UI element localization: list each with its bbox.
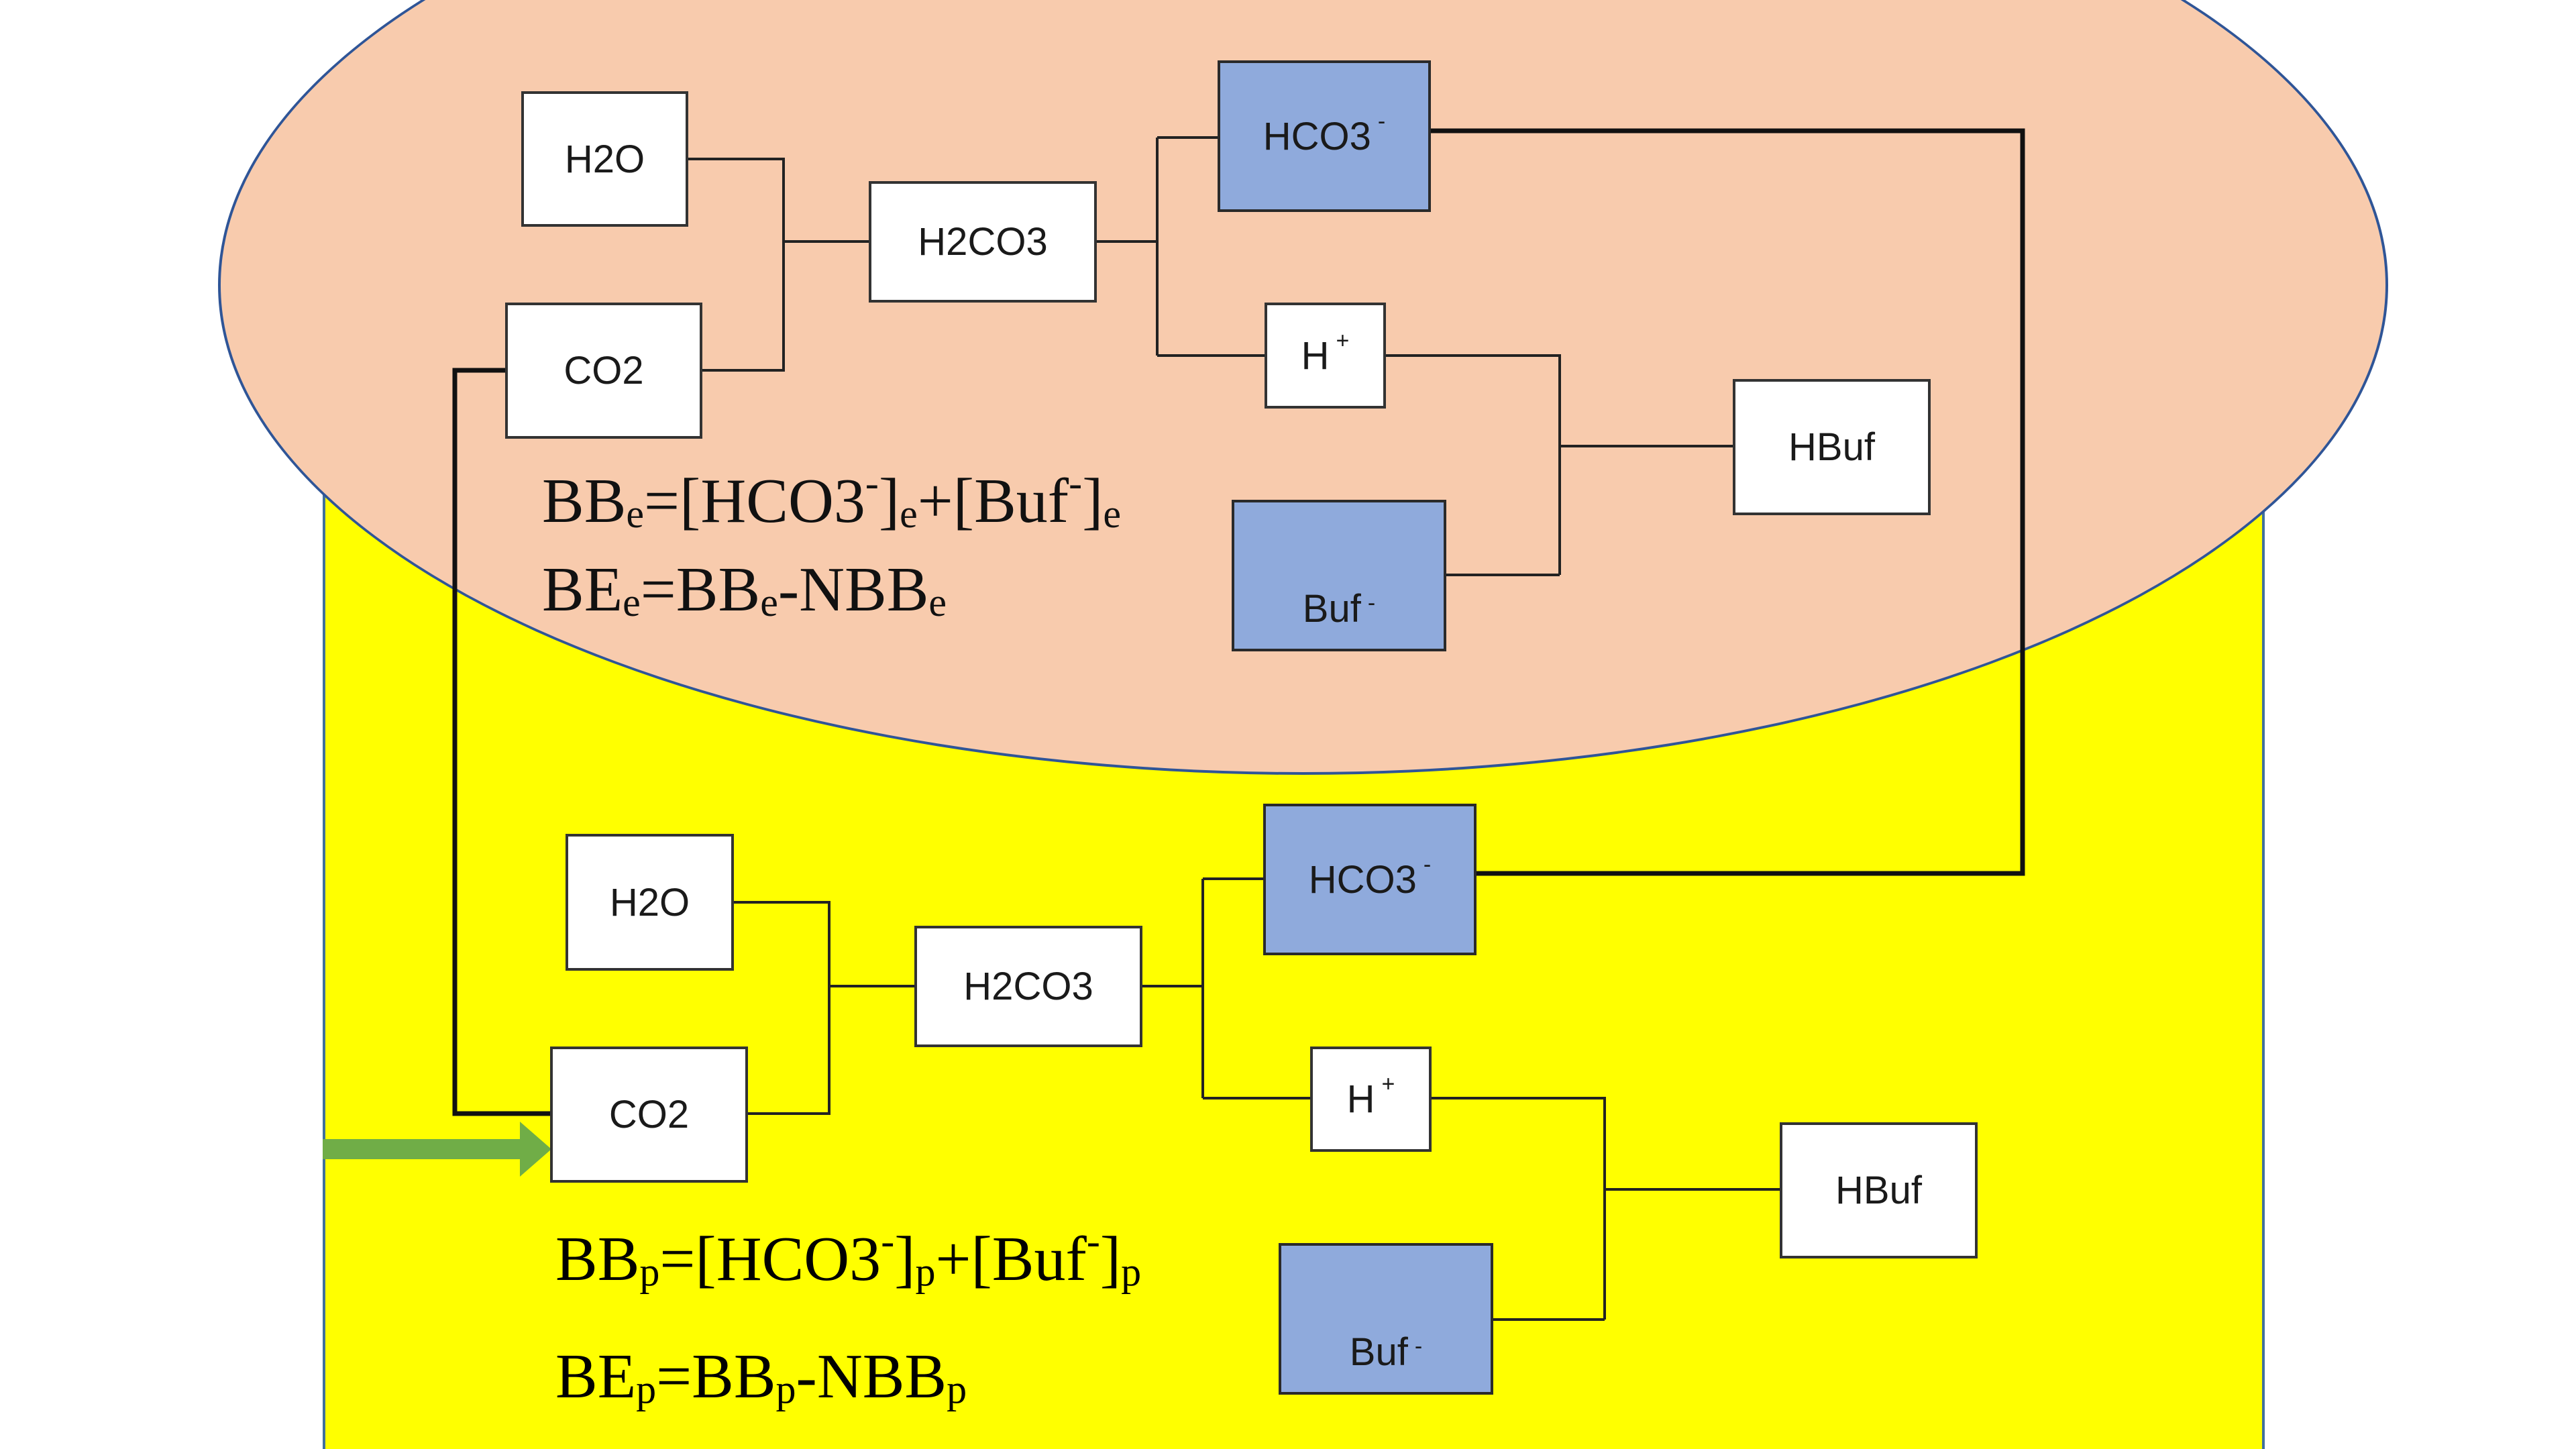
h-ion-box-plasma: H+ bbox=[1310, 1046, 1432, 1152]
hco3-label: HCO3 bbox=[1263, 114, 1371, 158]
formula-subscript: p bbox=[1121, 1250, 1142, 1294]
formula-part: ] bbox=[878, 466, 900, 536]
hco3-charge: - bbox=[1377, 108, 1386, 134]
formula-part: ] bbox=[1082, 466, 1104, 536]
hco3-charge: - bbox=[1423, 851, 1432, 877]
formula-part: BE bbox=[542, 555, 623, 625]
formula-part: =[HCO3 bbox=[644, 466, 865, 536]
formula-superscript: - bbox=[1086, 1218, 1100, 1263]
formula-part: +[Buf bbox=[935, 1224, 1087, 1294]
hco3-exchange-line bbox=[1430, 128, 2025, 876]
co2-box-plasma: CO2 bbox=[550, 1046, 748, 1183]
formula-superscript: - bbox=[865, 460, 879, 505]
formula-part: -NBB bbox=[777, 555, 929, 625]
formula-part: -NBB bbox=[796, 1342, 947, 1411]
formula-part: BB bbox=[555, 1224, 640, 1294]
formula-part: BB bbox=[542, 466, 627, 536]
buffer-base-formula-erythrocyte: BBe=[HCO3-]e+[Buf-]e bbox=[542, 463, 1122, 536]
co2-exchange-line bbox=[452, 368, 551, 1116]
connector-e-h-buf bbox=[1385, 354, 1561, 575]
hbuf-box-plasma: HBuf bbox=[1780, 1122, 1978, 1258]
hbuf-label: HBuf bbox=[1835, 1169, 1922, 1212]
buf-charge: - bbox=[1367, 590, 1376, 616]
buf-box-erythrocyte: Buf- bbox=[1232, 500, 1446, 651]
hco3-label: HCO3 bbox=[1308, 857, 1417, 902]
h-charge: + bbox=[1336, 327, 1350, 354]
co2-inflow-arrow bbox=[323, 1122, 551, 1177]
formula-subscript: p bbox=[636, 1367, 657, 1411]
formula-subscript: p bbox=[639, 1250, 660, 1294]
formula-part: =BB bbox=[640, 555, 761, 625]
formula-superscript: - bbox=[1069, 460, 1083, 505]
h2co3-label: H2CO3 bbox=[918, 220, 1048, 264]
formula-subscript: e bbox=[1103, 492, 1122, 536]
formula-part: =[HCO3 bbox=[659, 1224, 881, 1294]
formula-subscript: e bbox=[623, 580, 641, 625]
h2o-label: H2O bbox=[564, 137, 645, 181]
formula-part: ] bbox=[894, 1224, 916, 1294]
buf-box-plasma: Buf- bbox=[1279, 1243, 1493, 1395]
base-excess-formula-erythrocyte: BEe=BBe-NBBe bbox=[542, 558, 947, 623]
formula-subscript: e bbox=[626, 492, 645, 536]
connector-e-h2o bbox=[688, 158, 785, 241]
h2o-label: H2O bbox=[609, 880, 690, 924]
formula-part: ] bbox=[1099, 1224, 1122, 1294]
buf-charge: - bbox=[1414, 1334, 1423, 1359]
h2o-box-plasma: H2O bbox=[566, 834, 734, 971]
formula-part: +[Buf bbox=[917, 466, 1069, 536]
formula-part: =BB bbox=[656, 1342, 776, 1411]
formula-part: BE bbox=[555, 1342, 637, 1411]
hbuf-box-erythrocyte: HBuf bbox=[1733, 379, 1931, 515]
h-label: H bbox=[1346, 1077, 1375, 1121]
connector-p-h-buf bbox=[1430, 1097, 1606, 1320]
formula-subscript: p bbox=[947, 1367, 967, 1411]
formula-subscript: p bbox=[775, 1367, 796, 1411]
h-charge: + bbox=[1381, 1071, 1395, 1097]
buffer-base-formula-plasma: BBp=[HCO3-]p+[Buf-]p bbox=[555, 1221, 1142, 1294]
co2-label: CO2 bbox=[564, 349, 644, 392]
h2co3-box-plasma: H2CO3 bbox=[914, 926, 1142, 1047]
formula-subscript: e bbox=[928, 580, 947, 625]
co2-label: CO2 bbox=[608, 1093, 690, 1136]
buf-label: Buf bbox=[1349, 1330, 1408, 1374]
formula-superscript: - bbox=[881, 1218, 895, 1263]
formula-subscript: p bbox=[915, 1250, 936, 1294]
co2-box-erythrocyte: CO2 bbox=[505, 303, 702, 439]
hbuf-label: HBuf bbox=[1788, 425, 1875, 469]
buf-label: Buf bbox=[1302, 587, 1361, 631]
connector-e-co2 bbox=[701, 241, 785, 372]
hco3-box-plasma: HCO3- bbox=[1263, 804, 1477, 955]
h2co3-box-erythrocyte: H2CO3 bbox=[869, 181, 1097, 303]
formula-subscript: e bbox=[900, 492, 918, 536]
h2co3-label: H2CO3 bbox=[963, 965, 1093, 1008]
hco3-box-erythrocyte: HCO3- bbox=[1218, 60, 1431, 212]
connector-p-co2 bbox=[747, 986, 830, 1115]
connector-p-h2o bbox=[733, 901, 830, 986]
h-label: H bbox=[1301, 333, 1330, 378]
h-ion-box-erythrocyte: H+ bbox=[1265, 303, 1386, 409]
h2o-box-erythrocyte: H2O bbox=[521, 91, 688, 227]
formula-subscript: e bbox=[760, 580, 778, 625]
base-excess-formula-plasma: BEp=BBp-NBBp bbox=[555, 1342, 967, 1411]
